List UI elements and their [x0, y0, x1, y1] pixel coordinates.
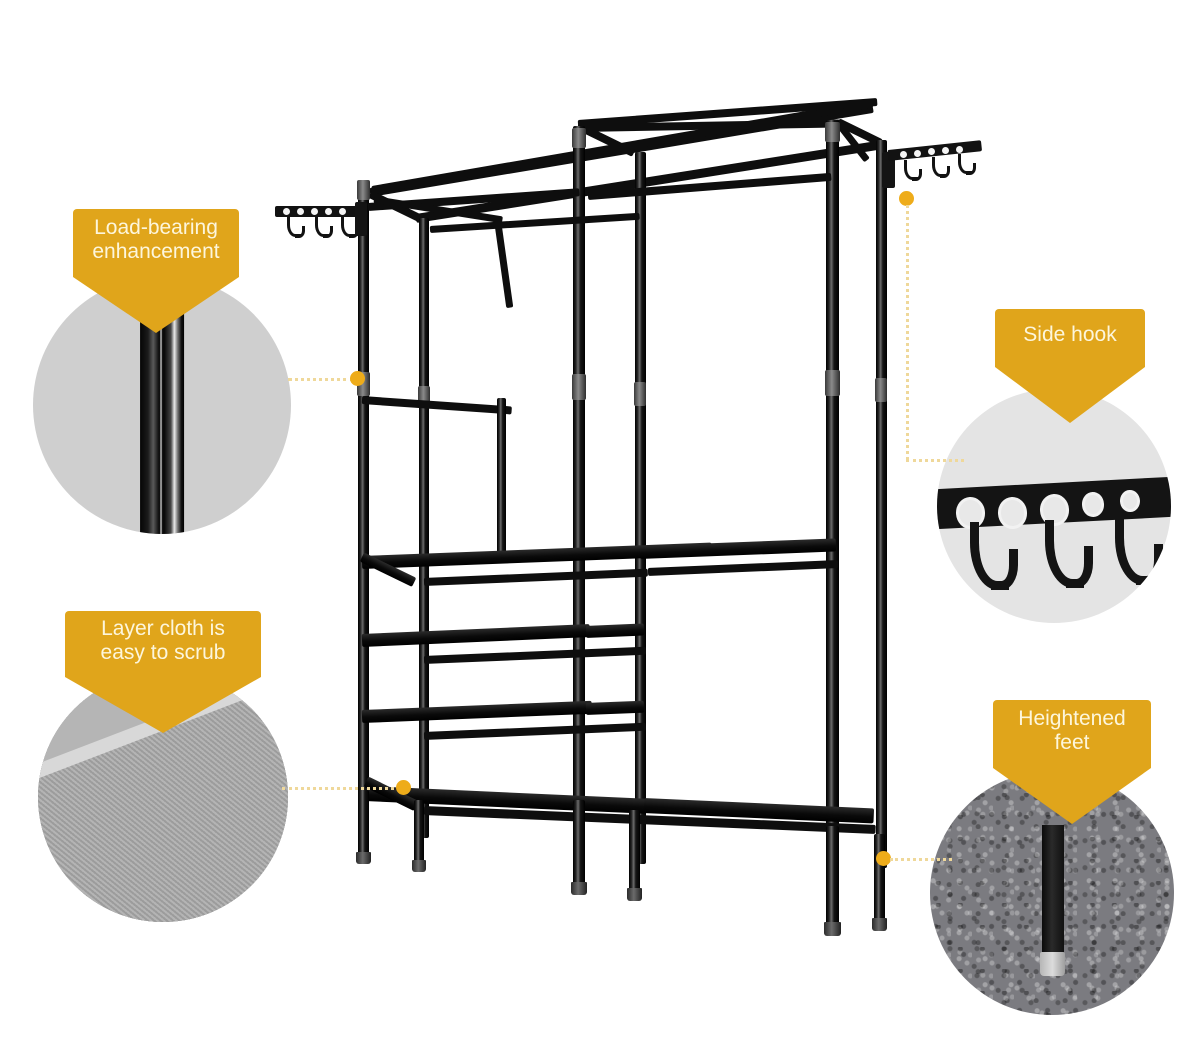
side-hook-hole: [928, 148, 935, 155]
rack-joint-sleeve: [357, 180, 370, 200]
leader-line-layer-cloth: [282, 787, 400, 790]
callout-circle-heightened-feet: [930, 771, 1174, 1015]
side-hook-hole: [297, 208, 304, 215]
rack-mid-support-post: [497, 398, 506, 558]
rack-shelf-1-right: [639, 538, 837, 559]
callout-banner-side-hook: Side hook: [995, 309, 1145, 423]
leader-line-side-hook-horizontal: [906, 459, 964, 462]
rack-shelf-rear-rail-1: [423, 568, 648, 586]
side-hook-hole: [942, 147, 949, 154]
side-hook-prong: [287, 217, 305, 238]
side-hook-hole: [283, 208, 290, 215]
side-hook-hole-closeup: [1118, 489, 1141, 513]
callout-banner-layer-cloth: Layer cloth is easy to scrub: [65, 611, 261, 733]
rack-shelf-2: [361, 624, 591, 647]
side-hook-mount: [882, 152, 895, 188]
rack-shelf-3-ext: [585, 700, 645, 715]
rack-joint-sleeve: [875, 378, 887, 402]
callout-label-line2: enhancement: [92, 240, 220, 263]
leader-dot-load-bearing: [350, 371, 365, 386]
rack-leg-closeup: [1042, 824, 1065, 962]
leader-line-side-hook-vertical: [906, 205, 909, 460]
rack-joint-sleeve: [572, 128, 586, 148]
callout-label-line1: Layer cloth is: [101, 616, 225, 640]
rack-joint-sleeve: [825, 122, 840, 142]
side-hook-prong: [958, 154, 976, 175]
rack-leg: [874, 834, 885, 922]
rack-shelf-rear-rail-3: [423, 722, 646, 740]
side-hook-prong-closeup: [969, 522, 1019, 590]
rack-foot: [872, 918, 887, 931]
callout-label-line1: Side hook: [1023, 322, 1117, 346]
rack-mid-crossbar-left: [361, 396, 512, 415]
rack-foot: [627, 888, 642, 901]
side-hook-mount: [355, 202, 367, 236]
side-hook-hole: [325, 208, 332, 215]
side-hook-hole: [339, 208, 346, 215]
rack-shelf-rear-rail-2: [423, 646, 646, 664]
rack-diagonal-brace-2: [493, 216, 514, 309]
rack-post-back-left: [419, 218, 429, 838]
foot-cap-closeup: [1039, 951, 1066, 976]
rack-right-lower-rail: [647, 560, 839, 576]
rack-shelf-2-ext: [585, 623, 645, 638]
side-hook-hole: [900, 151, 907, 158]
side-hook-prong: [315, 217, 333, 238]
rack-leg: [358, 790, 369, 856]
rack-post-back-mid: [635, 152, 646, 864]
rack-foot: [824, 922, 841, 936]
leader-dot-side-hook: [899, 191, 914, 206]
leader-line-heightened-feet: [890, 858, 952, 861]
callout-label-line2: easy to scrub: [100, 641, 226, 664]
rack-shelf-3: [361, 700, 593, 723]
rack-post-front-right: [826, 120, 839, 926]
rack-leg: [414, 800, 424, 864]
leader-line-load-bearing: [288, 378, 354, 381]
rack-post-back-right: [876, 140, 887, 868]
callout-label-line2: feet: [1054, 731, 1090, 754]
side-hook-prong-closeup: [1114, 517, 1164, 586]
side-hook-prong: [932, 157, 950, 178]
side-hook-left: [275, 202, 371, 252]
side-hook-prong: [341, 217, 359, 238]
callout-label-line1: Load-bearing: [94, 215, 218, 239]
callout-banner-load-bearing: Load-bearing enhancement: [73, 209, 239, 333]
leader-dot-heightened-feet: [876, 851, 891, 866]
rack-joint-sleeve: [825, 370, 840, 396]
callout-circle-side-hook: [937, 389, 1171, 623]
rack-leg: [629, 810, 640, 892]
rack-foot: [412, 860, 426, 872]
rack-post-front-mid: [573, 126, 585, 886]
side-hook-hole: [311, 208, 318, 215]
rack-joint-sleeve: [572, 374, 586, 400]
rack-foot: [571, 882, 587, 895]
rack-leg: [573, 800, 585, 886]
callout-banner-heightened-feet: Heightened feet: [993, 700, 1151, 824]
side-hook-prong: [904, 160, 922, 181]
side-hook-right: [882, 140, 986, 198]
side-hook-hole: [914, 150, 921, 157]
side-hook-prong-closeup: [1044, 520, 1094, 588]
rack-foot: [356, 852, 371, 864]
side-hook-rail: [275, 206, 361, 217]
rack-leg: [826, 826, 839, 926]
side-hook-hole: [956, 146, 963, 153]
rack-joint-sleeve: [634, 382, 646, 406]
rack-post-front-left: [358, 196, 369, 856]
callout-label-line1: Heightened: [1018, 706, 1126, 730]
leader-dot-layer-cloth: [396, 780, 411, 795]
